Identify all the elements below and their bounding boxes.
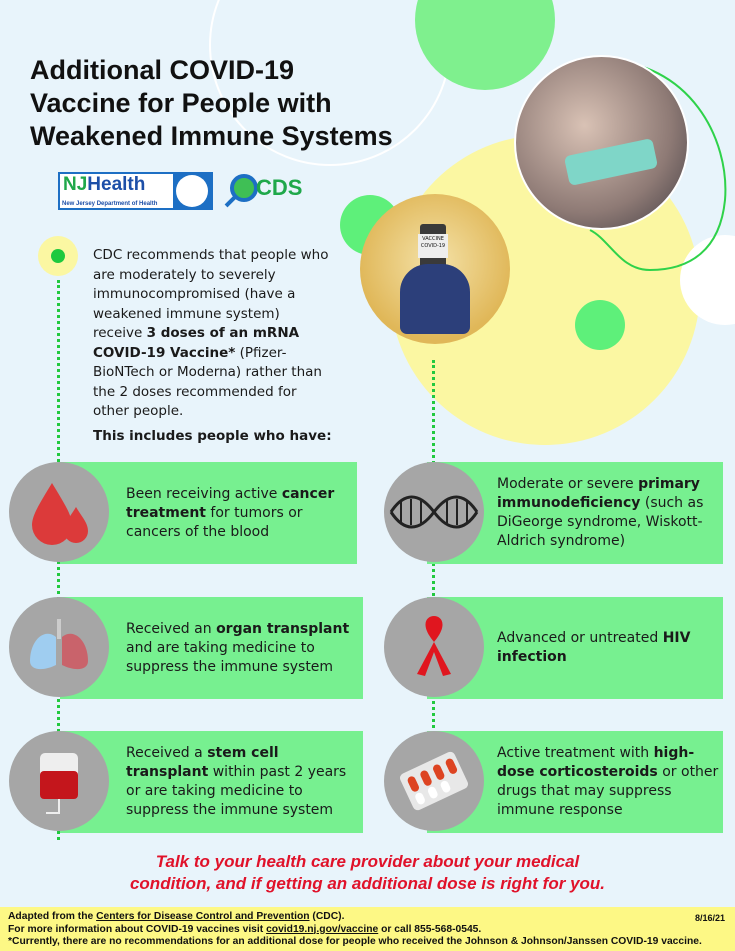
blood-bag-icon <box>9 731 109 831</box>
condition-card-cancer: Been receiving active cancer treatment f… <box>60 462 357 564</box>
footer-disclaimer: *Currently, there are no recommendations… <box>8 936 702 947</box>
text: Moderate or severe <box>497 476 639 492</box>
intro-text-part: CDC recommends that people who are moder… <box>93 247 329 341</box>
dotted-connector <box>432 360 435 830</box>
blood-drops-icon <box>9 462 109 562</box>
cds-wordmark: CDS <box>256 175 303 200</box>
nj-health-subtitle: New Jersey Department of Health <box>62 201 158 207</box>
text: organ transplant <box>216 620 350 637</box>
pill-organizer-photo <box>514 55 689 230</box>
text: Been receiving active <box>126 485 282 502</box>
footer-text: Adapted from the <box>8 911 97 922</box>
call-to-action-line: Talk to your health care provider about … <box>155 852 580 871</box>
title-line: Weakened Immune Systems <box>30 121 393 151</box>
dna-icon <box>384 462 484 562</box>
text: within past 2 years or are taking medici… <box>126 764 347 818</box>
text: Received a <box>126 745 208 761</box>
footer-text: or call 855-568-0545. <box>378 923 482 935</box>
text: primary immunodeficiency <box>497 476 700 511</box>
vaccine-vial-photo: VACCINE COVID-19 <box>360 194 510 344</box>
text: for tumors or cancers of the blood <box>126 504 303 540</box>
condition-card-stem-cell: Received a stem cell transplant within p… <box>60 731 363 833</box>
title-line: Vaccine for People with <box>30 88 332 118</box>
intro-text-part: (Pfizer-BioNTech or Moderna) rather than… <box>93 344 322 420</box>
text: Advanced or untreated <box>497 630 663 646</box>
text: Received an <box>126 620 217 637</box>
lungs-icon <box>9 597 109 697</box>
call-to-action-line: condition, and if getting an additional … <box>129 874 606 893</box>
seal-icon <box>176 175 208 207</box>
call-to-action: Talk to your health care provider about … <box>0 851 735 895</box>
intro-text-bold: 3 doses of an mRNA COVID-19 Vaccine* <box>93 325 300 361</box>
text: stem cell transplant <box>126 745 279 780</box>
includes-heading: This includes people who have: <box>93 428 332 444</box>
condition-card-organ-transplant: Received an organ transplant and are tak… <box>60 597 363 699</box>
text: Active treatment with <box>497 745 654 761</box>
pills-icon <box>384 731 484 831</box>
date: 8/16/21 <box>694 913 725 923</box>
footer-text: For more information about COVID-19 vacc… <box>8 923 267 935</box>
ribbon-icon <box>384 597 484 697</box>
text: (such as DiGeorge syndrome, Wiskott-Aldr… <box>497 495 704 549</box>
cdc-link[interactable]: Centers for Disease Control and Preventi… <box>96 911 310 922</box>
text: or other drugs that may suppress immune … <box>497 764 719 818</box>
text: and are taking medicine to suppress the … <box>126 639 334 675</box>
footer: Adapted from the Centers for Disease Con… <box>0 907 735 951</box>
condition-card-corticosteroids: Active treatment with high-dose corticos… <box>427 731 723 833</box>
text: cancer treatment <box>126 485 335 521</box>
cds-logo: CDS <box>222 172 312 212</box>
intro-text: CDC recommends that people who are moder… <box>93 246 333 422</box>
text: HIV infection <box>497 630 691 665</box>
vial-label: VACCINE COVID-19 <box>418 234 448 258</box>
text: high-dose corticosteroids <box>497 745 695 780</box>
footer-text: (CDC). <box>309 911 345 922</box>
page-title: Additional COVID-19 Vaccine for People w… <box>30 54 430 153</box>
bullet-dot <box>38 236 78 276</box>
vaccine-website-link[interactable]: covid19.nj.gov/vaccine <box>266 923 379 935</box>
title-line: Additional COVID-19 <box>30 55 295 85</box>
